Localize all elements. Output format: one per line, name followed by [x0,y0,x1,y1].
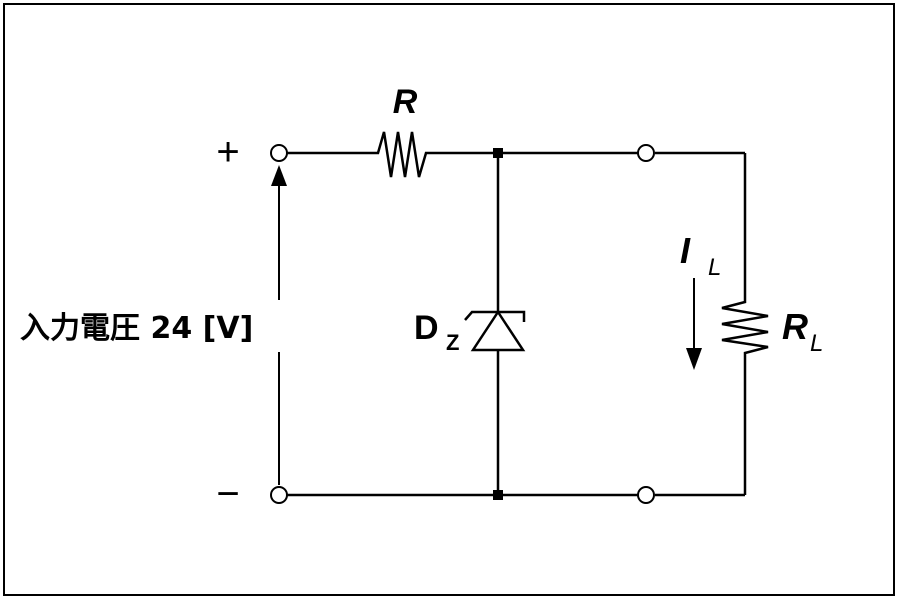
load-label-main: R [782,306,808,347]
voltage-arrow-head [271,165,287,186]
zener-label-sub: Z [446,330,459,355]
current-label-sub: L [708,254,721,281]
input-terminal-plus [270,144,288,162]
current-label: I L [680,230,721,281]
output-terminal-bottom [637,486,655,504]
zener-diode-bar [464,310,526,322]
load-label: R L [782,306,823,357]
output-terminal-top [637,144,655,162]
zener-label: D Z [414,309,459,355]
series-resistor-symbol [372,131,432,178]
terminal-minus-label: − [216,472,239,516]
junction-top [493,148,503,158]
diagram-frame [3,3,895,596]
junction-bottom [493,490,503,500]
current-label-main: I [680,230,691,271]
load-resistor-symbol [721,297,769,356]
load-label-sub: L [810,330,823,357]
zener-label-main: D [414,309,439,347]
input-terminal-minus [270,486,288,504]
resistor-label: R [393,83,418,121]
zener-diode-triangle [470,309,526,352]
terminal-plus-label: + [216,130,239,174]
input-voltage-label: 入力電圧 24 [V] [20,311,253,346]
current-arrow-head [686,348,702,370]
